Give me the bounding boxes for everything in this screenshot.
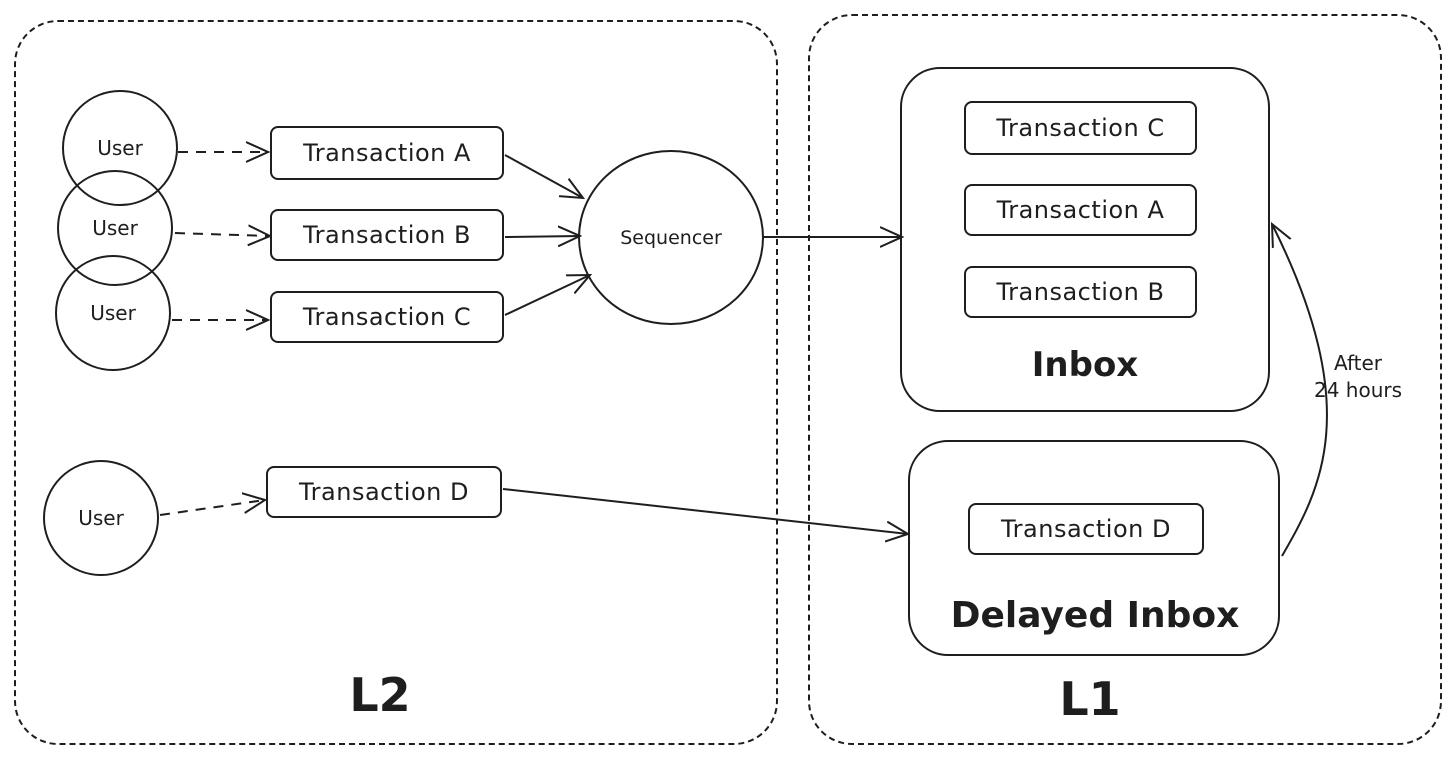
after-label-line1: After bbox=[1333, 351, 1383, 375]
l1-region bbox=[808, 14, 1442, 745]
arrow-user2-txB bbox=[174, 233, 270, 236]
after-label-line2: 24 hours bbox=[1313, 378, 1403, 402]
arrow-txC-sequencer bbox=[504, 275, 590, 316]
delayed-inbox-panel bbox=[908, 440, 1280, 656]
l1-label: L1 bbox=[1059, 672, 1121, 726]
inbox-transaction-c: Transaction C bbox=[964, 101, 1197, 155]
inbox-transaction-a: Transaction A bbox=[964, 184, 1197, 236]
arrow-txA-sequencer bbox=[504, 154, 583, 198]
user-node: User bbox=[55, 255, 171, 371]
transaction-c: Transaction C bbox=[270, 291, 504, 343]
transaction-b: Transaction B bbox=[270, 209, 504, 261]
user-label: User bbox=[92, 216, 138, 240]
arrow-delayed-to-inbox bbox=[1272, 224, 1328, 557]
after-24-hours-label: After 24 hours bbox=[1296, 350, 1420, 404]
inbox-panel bbox=[900, 67, 1270, 412]
transaction-a: Transaction A bbox=[270, 126, 504, 180]
user-label: User bbox=[97, 136, 143, 160]
sequencer-label: Sequencer bbox=[620, 226, 722, 249]
inbox-title: Inbox bbox=[1031, 345, 1139, 385]
arrow-txD-delayed-inbox bbox=[502, 488, 908, 534]
l2-label: L2 bbox=[349, 668, 411, 722]
arrow-txB-sequencer bbox=[504, 236, 580, 237]
transaction-d: Transaction D bbox=[266, 466, 502, 518]
delayed-inbox-title: Delayed Inbox bbox=[950, 595, 1240, 636]
user-node: User bbox=[43, 460, 159, 576]
inbox-transaction-b: Transaction B bbox=[964, 266, 1197, 318]
user-label: User bbox=[78, 506, 124, 530]
user-label: User bbox=[90, 301, 136, 325]
l2-region bbox=[14, 20, 778, 745]
delayed-inbox-transaction-d: Transaction D bbox=[968, 503, 1204, 555]
sequencer-node: Sequencer bbox=[578, 150, 764, 325]
